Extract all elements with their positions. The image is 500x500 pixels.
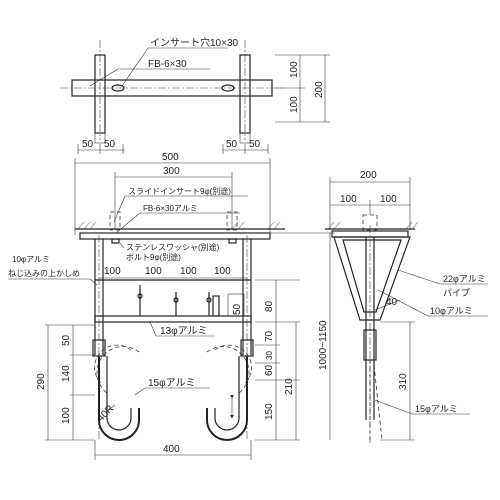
dim-side-40: 40 <box>386 297 398 308</box>
dim-300: 300 <box>163 166 180 177</box>
label-bolt: ボルト9φ(別途) <box>126 252 181 262</box>
label-insert-hole: インサート穴10×30 <box>150 36 239 49</box>
dim-290: 290 <box>36 373 47 390</box>
label-fb-top: FB-6×30 <box>148 59 187 70</box>
top-plan-view: 50 50 50 50 100 100 200 インサート穴10×30 FB-6… <box>60 36 330 154</box>
dim-l50: 50 <box>61 334 72 346</box>
label-alumi13: 13φアルミ <box>160 326 208 337</box>
label-alumi10-line1: 10φアルミ <box>12 255 50 264</box>
dim-top-50c: 50 <box>226 139 238 150</box>
dim-h70: 70 <box>264 330 275 342</box>
dim-side-310: 310 <box>398 373 409 390</box>
dim-500: 500 <box>162 152 179 163</box>
dim-top-50b: 50 <box>104 139 116 150</box>
dim-side-100b: 100 <box>380 194 397 205</box>
label-alumi10-side: 10φアルミ <box>430 306 473 316</box>
dim-h1000: 1000~1150 <box>318 320 329 370</box>
label-alumi15-front: 15φアルミ <box>148 378 196 389</box>
label-alumi10-line2: ねじ込みの上かしめ <box>8 269 80 278</box>
label-alumi15-side: 15φアルミ <box>415 404 458 414</box>
dim-h60: 60 <box>264 364 275 376</box>
dim-h30: 30 <box>265 351 274 360</box>
dim-side-100a: 100 <box>340 194 357 205</box>
dim-top-h100b: 100 <box>289 96 300 113</box>
label-stainless-washer: ステンレスワッシャ(別途) <box>126 242 220 252</box>
dim-100b: 100 <box>145 266 162 277</box>
dim-l140: 140 <box>61 365 72 382</box>
dim-h50-small: 50 <box>232 303 243 315</box>
dim-l100: 100 <box>61 407 72 424</box>
dim-top-50d: 50 <box>249 139 261 150</box>
label-fb-alumi: FB-6×30アルミ <box>143 204 198 213</box>
dim-top-50a: 50 <box>82 139 94 150</box>
dim-400: 400 <box>163 444 180 455</box>
label-alumi22-line2: パイプ <box>443 288 470 298</box>
side-view: 200 100 100 40 310 <box>325 170 488 445</box>
label-alumi22-line1: 22φアルミ <box>443 274 486 284</box>
dim-top-h200: 200 <box>314 81 325 98</box>
label-slide-insert: スライドインサート9φ(別途) <box>128 186 231 196</box>
dim-top-h100a: 100 <box>289 61 300 78</box>
dim-h150: 150 <box>264 403 275 420</box>
front-view: 500 300 <box>8 152 335 460</box>
dim-100c: 100 <box>180 266 197 277</box>
dim-h210: 210 <box>284 378 295 395</box>
dim-h80: 80 <box>264 300 275 312</box>
dim-100d: 100 <box>214 266 231 277</box>
dim-100a: 100 <box>104 266 121 277</box>
dim-side-200: 200 <box>360 170 377 181</box>
